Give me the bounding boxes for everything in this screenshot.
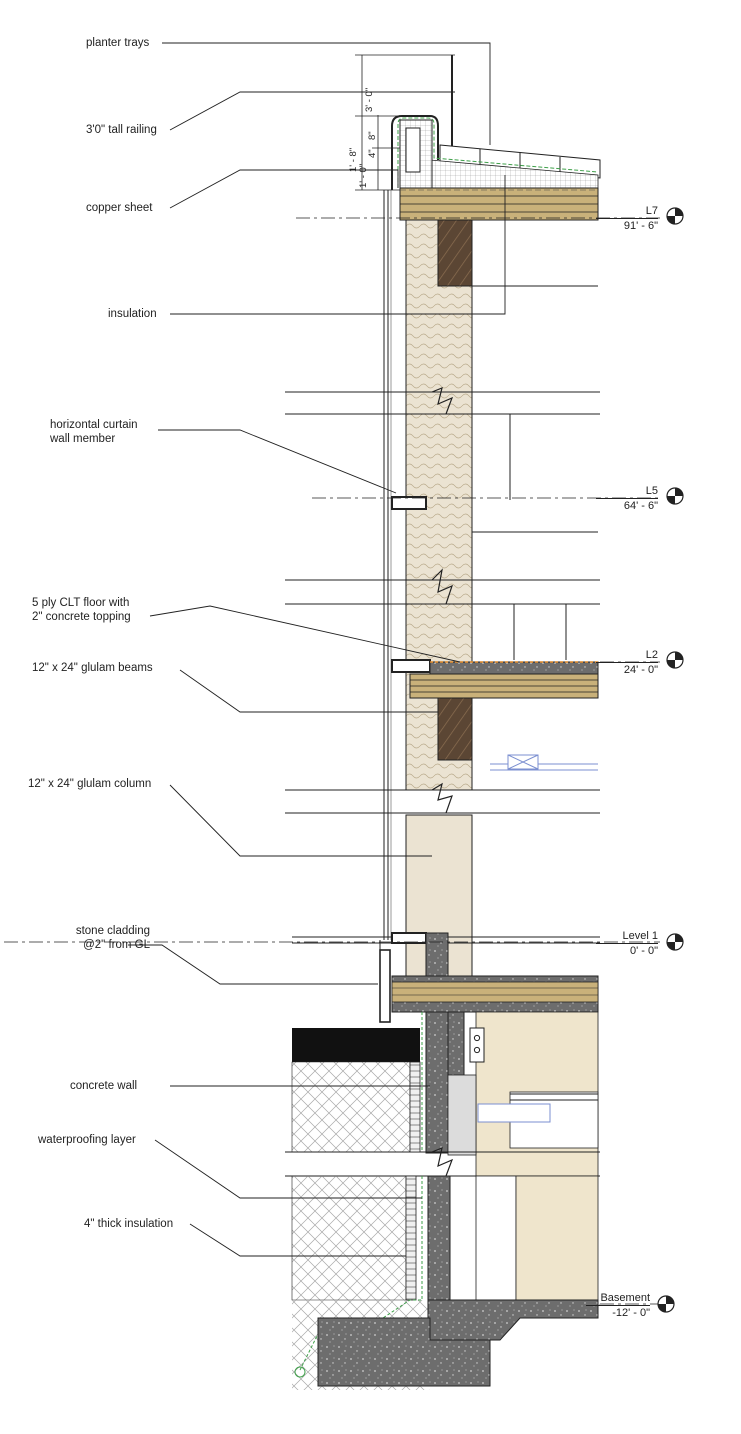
stone-cladding bbox=[379, 949, 391, 1023]
label-curtain-wall-line2: wall member bbox=[50, 433, 116, 445]
level-name-l5: L5 bbox=[645, 485, 658, 497]
label-clt-line1: 5 ply CLT floor with bbox=[32, 597, 130, 609]
level-marker-l5 bbox=[666, 487, 684, 505]
label-waterproofing: waterproofing layer bbox=[38, 1134, 136, 1146]
l2-floor-assembly bbox=[391, 659, 599, 771]
copper-sheet-cap bbox=[391, 115, 439, 190]
level-elev-l2: 24' - 0" bbox=[596, 662, 658, 677]
parapet-dimensions: 3' - 0" 1' - 8" 4" 8" 1' - 0" bbox=[348, 54, 455, 191]
level-name-basement: Basement bbox=[600, 1292, 650, 1304]
label-curtain-wall-member: horizontal curtain wall member bbox=[50, 418, 138, 446]
curtain-wall bbox=[379, 190, 392, 1000]
label-curtain-wall-line1: horizontal curtain bbox=[50, 419, 138, 431]
level-elev-l7: 91' - 6" bbox=[596, 218, 658, 233]
label-thick-insulation: 4" thick insulation bbox=[84, 1218, 174, 1230]
glulam-beam-l2 bbox=[437, 697, 473, 761]
level-name-level1: Level 1 bbox=[622, 930, 658, 942]
level-markers bbox=[657, 207, 684, 1313]
level-marker-basement bbox=[657, 1295, 675, 1313]
glulam-beam-l7 bbox=[437, 219, 473, 287]
roof-assembly bbox=[391, 55, 601, 221]
concrete-wall bbox=[425, 932, 449, 1154]
curtain-wall-member-l5 bbox=[391, 496, 427, 510]
footing bbox=[317, 1317, 491, 1387]
label-copper-sheet: copper sheet bbox=[86, 202, 153, 214]
leader-lines bbox=[128, 42, 506, 1257]
level-label-basement: Basement -12' - 0" bbox=[586, 1292, 650, 1320]
label-insulation: insulation bbox=[108, 308, 157, 320]
label-concrete-wall: concrete wall bbox=[70, 1080, 138, 1092]
level-label-l5: L5 64' - 6" bbox=[596, 485, 658, 513]
label-stone-line2: @2" from GL bbox=[83, 939, 150, 951]
dim-8in: 8" bbox=[367, 131, 378, 140]
level-label-l7: L7 91' - 6" bbox=[596, 205, 658, 233]
level-name-l7: L7 bbox=[645, 205, 658, 217]
dim-4in: 4" bbox=[367, 149, 378, 158]
label-glulam-column: 12" x 24" glulam column bbox=[28, 778, 152, 790]
label-stone-line1: stone cladding bbox=[75, 925, 150, 937]
label-railing: 3'0" tall railing bbox=[86, 124, 157, 136]
insulation-board bbox=[409, 1061, 421, 1153]
level-1-assembly bbox=[292, 932, 600, 1177]
level-label-level1: Level 1 0' - 0" bbox=[596, 930, 658, 958]
level-elev-l5: 64' - 6" bbox=[596, 498, 658, 513]
floor-break-lines bbox=[285, 387, 600, 814]
level-label-l2: L2 24' - 0" bbox=[596, 649, 658, 677]
level-elev-level1: 0' - 0" bbox=[596, 943, 658, 958]
level-marker-level1 bbox=[666, 933, 684, 951]
level-name-l2: L2 bbox=[645, 649, 658, 661]
level-elev-basement: -12' - 0" bbox=[586, 1305, 650, 1320]
label-planter-trays: planter trays bbox=[86, 37, 150, 49]
label-clt-line2: 2" concrete topping bbox=[32, 611, 131, 623]
level-marker-l7 bbox=[666, 207, 684, 225]
dim-1ft8: 1' - 8" bbox=[348, 148, 359, 172]
soil-and-foundation bbox=[285, 1012, 600, 1390]
label-clt-floor: 5 ply CLT floor with 2" concrete topping bbox=[32, 596, 131, 624]
label-glulam-beams: 12" x 24" glulam beams bbox=[32, 662, 153, 674]
dim-1ft: 1' - 0" bbox=[358, 164, 369, 188]
level-marker-l2 bbox=[666, 651, 684, 669]
label-stone-cladding: stone cladding @2" from GL bbox=[36, 924, 150, 952]
dim-3ft: 3' - 0" bbox=[364, 88, 375, 112]
planter-trays bbox=[439, 144, 601, 179]
grade-black-band bbox=[292, 1028, 420, 1062]
